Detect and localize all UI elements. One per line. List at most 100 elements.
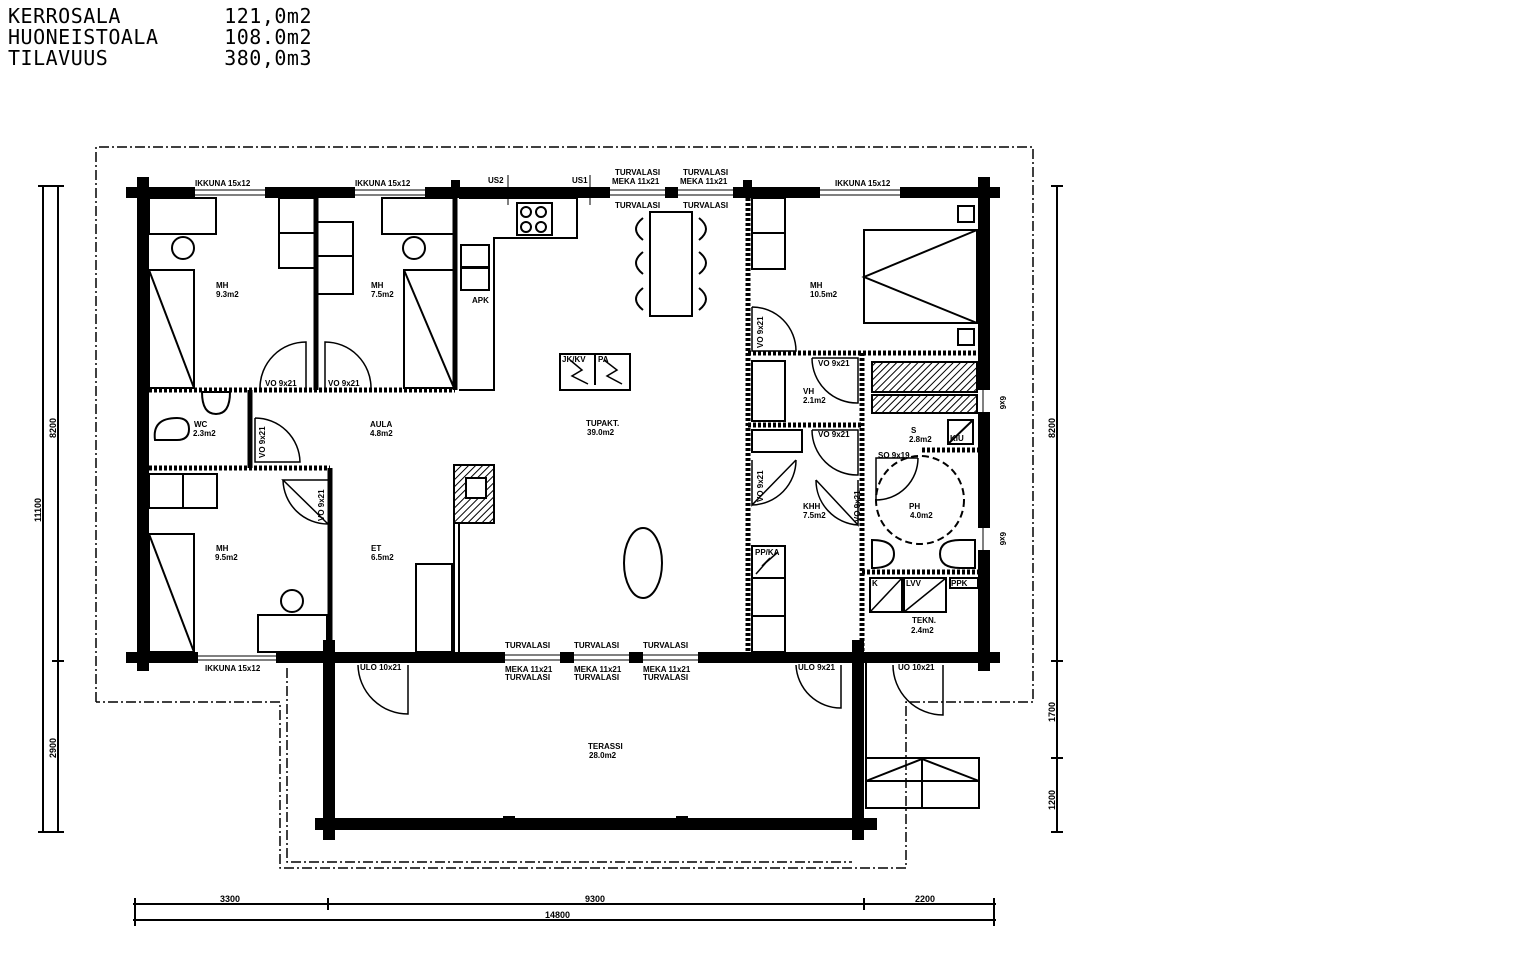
door-mh3: VO 9x21 (751, 306, 797, 352)
door-khh-right: VO 9x21 (815, 479, 862, 527)
door-vh: VO 9x21 (811, 357, 859, 404)
svg-text:14800: 14800 (545, 910, 570, 920)
svg-text:VO 9x21: VO 9x21 (756, 470, 765, 502)
svg-text:TURVALASI: TURVALASI (574, 673, 619, 682)
svg-text:2900: 2900 (48, 738, 58, 758)
svg-text:MH: MH (216, 544, 229, 553)
svg-text:2200: 2200 (915, 894, 935, 904)
room-tupakt: TUPAKT.39.0m2 (586, 419, 619, 437)
room-vh: VH2.1m2 (803, 387, 826, 405)
svg-text:MEKA 11x21: MEKA 11x21 (643, 665, 691, 674)
svg-text:MH: MH (216, 281, 229, 290)
svg-text:PP/KA: PP/KA (755, 548, 780, 557)
svg-text:IKKUNA 15x12: IKKUNA 15x12 (355, 179, 411, 188)
room-et: ET6.5m2 (371, 544, 394, 562)
svg-text:9300: 9300 (585, 894, 605, 904)
svg-text:MH: MH (810, 281, 823, 290)
svg-text:8200: 8200 (48, 418, 58, 438)
room-mh2: MH7.5m2 (371, 281, 394, 299)
svg-text:8200: 8200 (1047, 418, 1057, 438)
svg-text:7.5m2: 7.5m2 (371, 290, 394, 299)
svg-text:TURVALASI: TURVALASI (683, 201, 728, 210)
summary-row-tilavuus: TILAVUUS 380,0m3 (8, 48, 312, 69)
svg-text:LVV: LVV (906, 579, 922, 588)
svg-text:11100: 11100 (33, 498, 43, 522)
door-khh-left: VO 9x21 (751, 459, 797, 507)
area-summary: KERROSALA 121,0m2 HUONEISTOALA 108.0m2 T… (8, 6, 312, 69)
door-wc: VO 9x21 (254, 417, 301, 463)
summary-value: 380,0m3 (224, 46, 312, 70)
window-kitchen-2: TURVALASI MEKA 11x21 TURVALASI (678, 168, 733, 210)
svg-text:6x6: 6x6 (998, 532, 1007, 546)
summary-label: HUONEISTOALA (8, 25, 159, 49)
room-tekn: TEKN.2.4m2 (911, 616, 936, 635)
svg-text:S: S (911, 426, 917, 435)
svg-text:10.5m2: 10.5m2 (810, 290, 838, 299)
svg-text:VO 9x21: VO 9x21 (756, 316, 765, 348)
door-sauna: SO 9x19 (875, 451, 919, 501)
windows: IKKUNA 15x12 IKKUNA 15x12 TURVALASI MEKA… (195, 168, 1007, 682)
door-mh4: VO 9x21 (281, 479, 329, 525)
svg-text:TURVALASI: TURVALASI (615, 168, 660, 177)
svg-text:ULO 10x21: ULO 10x21 (360, 663, 402, 672)
room-wc: WC2.3m2 (193, 420, 216, 438)
svg-text:4.0m2: 4.0m2 (910, 511, 933, 520)
svg-text:ET: ET (371, 544, 381, 553)
door-mh2: VO 9x21 (324, 341, 372, 389)
svg-text:VO 9x21: VO 9x21 (265, 379, 297, 388)
summary-label: KERROSALA (8, 4, 121, 28)
svg-text:1700: 1700 (1047, 702, 1057, 722)
svg-text:VH: VH (803, 387, 814, 396)
door-tekn-exterior: UO 10x21 (892, 663, 944, 716)
svg-text:PA: PA (598, 355, 609, 364)
svg-text:TURVALASI: TURVALASI (643, 641, 688, 650)
svg-text:TURVALASI: TURVALASI (683, 168, 728, 177)
svg-text:VO 9x21: VO 9x21 (853, 490, 862, 522)
door-entrance: ULO 10x21 (357, 663, 409, 715)
svg-text:APK: APK (472, 296, 489, 305)
svg-text:9.5m2: 9.5m2 (215, 553, 238, 562)
svg-text:6x6: 6x6 (998, 396, 1007, 410)
doors: VO 9x21 VO 9x21 VO 9x21 VO 9x21 VO 9x21 … (254, 306, 944, 716)
svg-text:6.5m2: 6.5m2 (371, 553, 394, 562)
summary-value: 108.0m2 (224, 25, 312, 49)
svg-text:KIU: KIU (950, 434, 964, 443)
svg-text:KHH: KHH (803, 502, 821, 511)
window-terrace-2: TURVALASI MEKA 11x21 TURVALASI (574, 641, 629, 682)
roof-outline (95, 146, 1034, 869)
svg-text:VO 9x21: VO 9x21 (818, 430, 850, 439)
dimension-lines (38, 185, 1063, 926)
svg-text:SO 9x19: SO 9x19 (878, 451, 910, 460)
room-s: S2.8m2 (909, 426, 932, 444)
svg-text:IKKUNA 15x12: IKKUNA 15x12 (205, 664, 261, 673)
svg-text:MEKA 11x21: MEKA 11x21 (612, 177, 660, 186)
svg-text:US2: US2 (488, 176, 504, 185)
svg-text:TURVALASI: TURVALASI (643, 673, 688, 682)
svg-text:2.1m2: 2.1m2 (803, 396, 826, 405)
window-mh3: IKKUNA 15x12 (820, 179, 900, 198)
svg-text:JK/KV: JK/KV (562, 355, 586, 364)
svg-text:2.4m2: 2.4m2 (911, 626, 934, 635)
svg-text:TURVALASI: TURVALASI (574, 641, 619, 650)
door-mh1: VO 9x21 (259, 341, 307, 389)
svg-text:MEKA 11x21: MEKA 11x21 (574, 665, 622, 674)
summary-label: TILAVUUS (8, 46, 109, 70)
window-sauna-small: 6x6 (978, 390, 1007, 412)
window-terrace-3: TURVALASI MEKA 11x21 TURVALASI (643, 641, 698, 682)
svg-text:VO 9x21: VO 9x21 (258, 426, 267, 458)
room-mh1: MH9.3m2 (216, 281, 239, 299)
svg-text:MEKA 11x21: MEKA 11x21 (505, 665, 553, 674)
svg-text:TURVALASI: TURVALASI (505, 673, 550, 682)
svg-text:7.5m2: 7.5m2 (803, 511, 826, 520)
svg-text:9.3m2: 9.3m2 (216, 290, 239, 299)
svg-text:TURVALASI: TURVALASI (505, 641, 550, 650)
svg-text:US1: US1 (572, 176, 588, 185)
room-mh4: MH9.5m2 (215, 544, 238, 562)
svg-text:3300: 3300 (220, 894, 240, 904)
svg-text:TUPAKT.: TUPAKT. (586, 419, 619, 428)
svg-text:PH: PH (909, 502, 920, 511)
fixture-labels: US2 US1 APK JK/KV PA PP/KA KIU K LVV PPK (472, 175, 968, 588)
